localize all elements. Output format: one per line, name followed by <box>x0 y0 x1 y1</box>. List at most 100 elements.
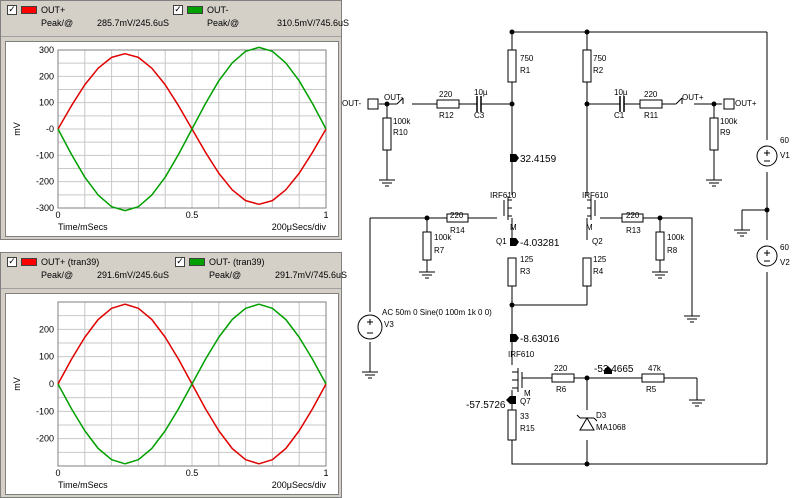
capacitor-c3 <box>476 96 482 112</box>
probe-icon <box>506 396 516 404</box>
label-q7-m: M <box>524 389 531 398</box>
resistor-r9[interactable] <box>709 117 719 151</box>
resistors <box>382 49 719 441</box>
capacitors <box>476 96 625 112</box>
x-tick-label: 0.5 <box>186 468 199 478</box>
legend-name: OUT+ (tran39) <box>41 257 100 267</box>
label-out-plus-net: OUT+ <box>682 93 704 102</box>
x-division-label: 200μSecs/div <box>272 222 327 232</box>
label-r14-value: 220 <box>450 211 464 220</box>
label-r7: R7 <box>434 246 445 255</box>
label-r5-value: 47k <box>648 364 662 373</box>
label-q1: Q1 <box>496 237 507 246</box>
label-c3-value: 10µ <box>474 88 488 97</box>
x-axis-label: Time/mSecs <box>58 222 108 232</box>
node-voltage-a: 32.4159 <box>520 154 557 165</box>
label-v2: V2 <box>780 258 790 267</box>
y-tick-label: 100 <box>39 352 54 362</box>
label-r12-value: 220 <box>439 90 453 99</box>
label-r9: R9 <box>720 128 731 137</box>
legend-checkbox[interactable]: ✓ <box>173 5 183 15</box>
net-flag-out-plus <box>675 97 683 105</box>
label-r3-value: 125 <box>520 255 534 264</box>
circuit-schematic[interactable]: OUT- OUT- OUT+ OUT+ 750 R1 750 R2 220 R1… <box>342 0 800 498</box>
legend-checkbox[interactable]: ✓ <box>7 257 17 267</box>
y-tick-label: 0 <box>49 379 54 389</box>
probe-icon <box>604 366 612 374</box>
x-tick-label: 1 <box>323 468 328 478</box>
legend-peak-label: Peak/@ <box>41 270 74 280</box>
resistor-r3[interactable] <box>507 257 517 287</box>
resistor-r8[interactable] <box>655 231 665 261</box>
resistor-r2[interactable] <box>582 49 592 83</box>
label-q2: Q2 <box>592 237 603 246</box>
legend-entry-out-plus[interactable]: ✓ OUT+ Peak/@ 285.7mV/245.6uS <box>7 3 169 33</box>
label-r7-value: 100k <box>434 233 452 242</box>
resistor-r6[interactable] <box>551 373 575 383</box>
series-line-out-minus <box>57 46 327 212</box>
y-axis-label: mV <box>12 377 22 391</box>
label-v3-desc: AC 50m 0 Sine(0 100m 1k 0 0) <box>382 308 492 317</box>
label-out-plus-port: OUT+ <box>735 99 757 108</box>
source-v3[interactable] <box>357 314 383 340</box>
y-tick-label: -300 <box>36 203 54 213</box>
label-q1-type: IRF610 <box>490 191 517 200</box>
label-r2-value: 750 <box>593 54 607 63</box>
label-d3-type: MA1068 <box>596 423 626 432</box>
node-voltage-b: -4.03281 <box>520 238 560 249</box>
x-tick-label: 0.5 <box>186 210 199 220</box>
legend-name: OUT- (tran39) <box>209 257 265 267</box>
y-tick-label: -200 <box>36 177 54 187</box>
probe-icon <box>510 334 519 342</box>
y-tick-label: 300 <box>39 45 54 55</box>
label-r15-value: 33 <box>520 412 529 421</box>
diode-d3[interactable] <box>576 414 598 431</box>
label-out-minus-net: OUT- <box>384 93 403 102</box>
legend-checkbox[interactable]: ✓ <box>7 5 17 15</box>
resistor-r7[interactable] <box>422 231 432 261</box>
scope-legend: ✓ OUT+ (tran39) Peak/@ 291.6mV/245.6uS ✓… <box>1 253 347 289</box>
y-tick-label: -100 <box>36 150 54 160</box>
x-axis-label: Time/mSecs <box>58 480 108 490</box>
green-swatch-icon <box>187 6 203 14</box>
resistor-r1[interactable] <box>507 49 517 83</box>
label-v1-value: 60 <box>780 136 789 145</box>
label-r15: R15 <box>520 424 535 433</box>
label-r6-value: 220 <box>554 364 568 373</box>
label-r1: R1 <box>520 66 531 75</box>
capacitor-c1 <box>619 96 625 112</box>
label-v1: V1 <box>780 151 790 160</box>
resistor-r4[interactable] <box>582 257 592 287</box>
node-voltage-c: -8.63016 <box>520 334 560 345</box>
legend-peak-value: 291.6mV/245.6uS <box>97 270 170 280</box>
label-r6: R6 <box>556 385 567 394</box>
label-r10: R10 <box>393 128 408 137</box>
scope-panel-1: ✓ OUT+ Peak/@ 285.7mV/245.6uS ✓ OUT- Pea… <box>0 0 349 240</box>
legend-entry-out-minus[interactable]: ✓ OUT- Peak/@ 310.5mV/745.6uS <box>173 3 349 33</box>
legend-entry-out-plus-tran39[interactable]: ✓ OUT+ (tran39) Peak/@ 291.6mV/245.6uS <box>7 255 173 285</box>
port-out-plus[interactable] <box>723 98 735 110</box>
label-c1: C1 <box>614 111 625 120</box>
label-r14: R14 <box>450 226 465 235</box>
resistor-r5[interactable] <box>641 373 665 383</box>
label-r8-value: 100k <box>667 233 685 242</box>
label-d3: D3 <box>596 411 607 420</box>
resistor-r14[interactable] <box>446 213 469 223</box>
resistor-r11[interactable] <box>639 99 663 109</box>
legend-peak-label: Peak/@ <box>207 18 240 28</box>
legend-checkbox[interactable]: ✓ <box>175 257 185 267</box>
resistor-r15[interactable] <box>507 409 517 441</box>
label-r8: R8 <box>667 246 678 255</box>
resistor-r13[interactable] <box>621 213 644 223</box>
x-tick-label: 0 <box>55 210 60 220</box>
label-r10-value: 100k <box>393 117 411 126</box>
legend-entry-out-minus-tran39[interactable]: ✓ OUT- (tran39) Peak/@ 291.7mV/745.6uS <box>175 255 347 285</box>
y-axis-label: mV <box>12 122 22 136</box>
label-r2: R2 <box>593 66 604 75</box>
resistor-r10[interactable] <box>382 117 392 151</box>
junction-dots <box>384 29 770 467</box>
resistor-r12[interactable] <box>436 99 460 109</box>
port-out-minus[interactable] <box>367 98 379 110</box>
